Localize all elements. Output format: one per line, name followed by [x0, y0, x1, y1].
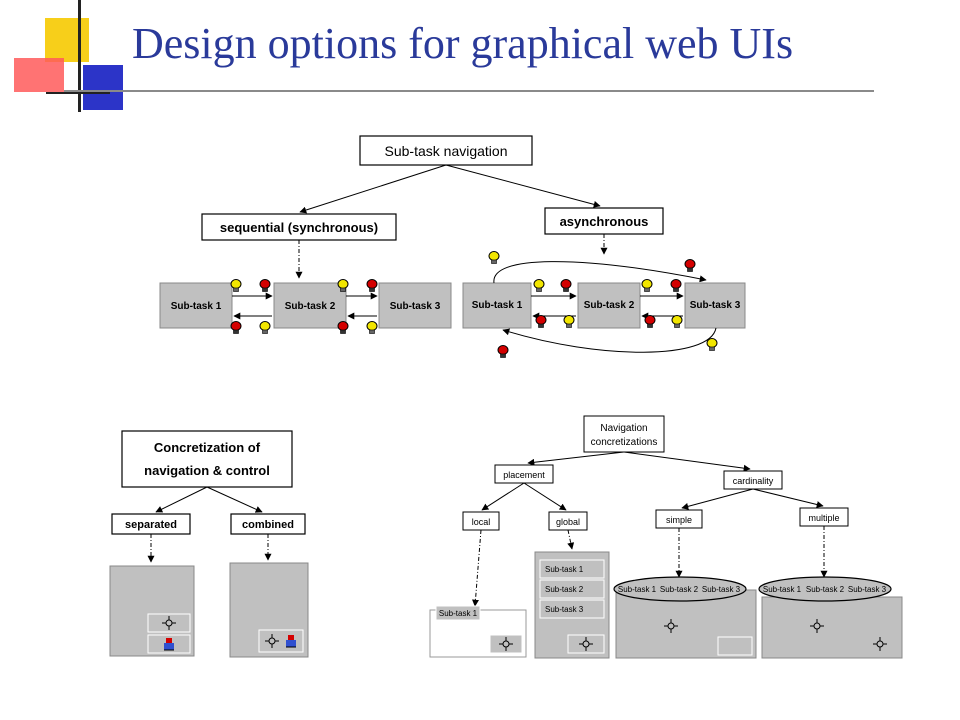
seq-subtask-3: Sub-task 3	[390, 301, 441, 312]
simple-tab-1: Sub-task 1	[618, 585, 657, 594]
combined-panel	[229, 562, 309, 658]
multiple-panel: Sub-task 1 Sub-task 2 Sub-task 3	[758, 576, 903, 659]
logo-horizontal-line	[46, 92, 110, 94]
concretization-root-line1: Concretization of	[154, 440, 261, 455]
subtask-navigation-tree: Sub-task navigation sequential (synchron…	[159, 135, 746, 358]
placement-node: placement	[503, 470, 545, 480]
multiple-node: multiple	[808, 513, 839, 523]
navigation-concretizations-tree: Navigation concretizations placement car…	[429, 415, 903, 659]
separated-node: separated	[125, 519, 177, 531]
async-subtask-1: Sub-task 1	[472, 300, 523, 311]
concretization-tree: Concretization of navigation & control s…	[109, 430, 309, 658]
global-item-1: Sub-task 1	[545, 565, 584, 574]
global-item-3: Sub-task 3	[545, 605, 584, 614]
concretization-root-line2: navigation & control	[144, 463, 270, 478]
asynchronous-node: asynchronous	[560, 214, 649, 229]
multiple-tab-2: Sub-task 2	[806, 585, 845, 594]
global-panel: Sub-task 1 Sub-task 2 Sub-task 3	[534, 551, 610, 659]
multiple-tab-1: Sub-task 1	[763, 585, 802, 594]
async-subtask-3: Sub-task 3	[690, 300, 741, 311]
navconc-root-line1: Navigation	[600, 423, 647, 434]
logo-red-square	[14, 58, 64, 92]
sequential-subtasks: Sub-task 1 Sub-task 2 Sub-task 3	[159, 279, 452, 334]
seq-subtask-1: Sub-task 1	[171, 301, 222, 312]
simple-panel: Sub-task 1 Sub-task 2 Sub-task 3	[613, 576, 757, 659]
logo-vertical-line	[78, 0, 81, 112]
global-item-2: Sub-task 2	[545, 585, 584, 594]
logo-blue-square	[83, 65, 123, 110]
title-divider	[64, 90, 874, 92]
async-subtasks: Sub-task 1 Sub-task 2 Sub-task 3	[462, 251, 746, 358]
local-panel: Sub-task 1	[429, 605, 527, 658]
async-subtask-2: Sub-task 2	[584, 300, 635, 311]
slide-title: Design options for graphical web UIs	[132, 19, 794, 68]
sequential-node: sequential (synchronous)	[220, 220, 378, 235]
combined-node: combined	[242, 519, 294, 531]
logo-yellow-square	[45, 18, 89, 62]
simple-tab-2: Sub-task 2	[660, 585, 699, 594]
local-node: local	[472, 517, 491, 527]
local-tab: Sub-task 1	[439, 609, 478, 618]
simple-tab-3: Sub-task 3	[702, 585, 741, 594]
simple-node: simple	[666, 515, 692, 525]
seq-subtask-2: Sub-task 2	[285, 301, 336, 312]
multiple-tab-3: Sub-task 3	[848, 585, 887, 594]
global-node: global	[556, 517, 580, 527]
navconc-root-line2: concretizations	[591, 437, 658, 448]
cardinality-node: cardinality	[733, 476, 774, 486]
subtask-navigation-root: Sub-task navigation	[385, 143, 508, 159]
separated-panel	[109, 565, 195, 657]
